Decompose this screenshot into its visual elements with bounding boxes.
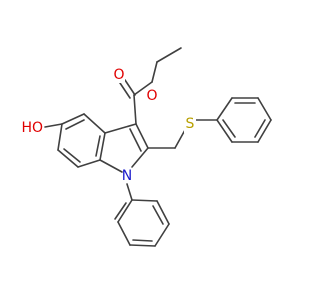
bond-c6-c7-inner (63, 148, 81, 163)
bond-ethyl-ch3 (156, 47, 182, 63)
bond-c4-c5-inner (65, 119, 85, 130)
bond-sph-4 (257, 119, 272, 143)
atom-hydroxyl: HO (21, 120, 43, 136)
bond-sph-6 (216, 119, 233, 143)
bond-nph-5-inner (152, 205, 164, 225)
bond-nph-4 (154, 223, 170, 247)
bond-c2-n1 (131, 147, 149, 168)
bond-c3-c2-inner (129, 128, 142, 152)
bond-c3-c2 (135, 123, 149, 149)
bond-ethyl-ch2-o (151, 61, 158, 83)
bond-sph-1 (216, 97, 233, 121)
bond-c3a-c3 (104, 123, 137, 134)
bond-nph-1 (117, 199, 133, 223)
bond-ch2-s (174, 129, 186, 149)
atom-labels: O O HO S N (21, 67, 196, 184)
bond-carbonyl-c3 (133, 94, 137, 125)
bond-n-phenyl (126, 183, 133, 201)
atom-nitrogen: N (122, 168, 132, 184)
bond-nph-3-inner (132, 239, 153, 242)
bond-c5-c6 (57, 123, 63, 151)
bond-c7-c7a (77, 159, 101, 168)
atom-oxygen-ester: O (146, 88, 157, 104)
bond-nph-6 (131, 199, 158, 202)
bond-c-o-double-b (119, 82, 131, 99)
bond-c3a-c7a-inner (95, 135, 101, 157)
bond-sph-6-inner (222, 119, 236, 138)
bonds (44, 47, 272, 247)
bond-c3a-c4 (83, 113, 106, 134)
bond-c6-c7 (57, 149, 79, 168)
atom-oxygen-carbonyl: O (113, 67, 124, 83)
bond-c4-c5 (61, 113, 85, 125)
molecule-structure-diagram: O O HO S N (21, 47, 272, 247)
bond-c-o-double-a (124, 79, 136, 96)
bond-sph-4-inner (254, 119, 266, 138)
atom-sulfur: S (186, 116, 195, 132)
bond-o-carbonyl-c (133, 81, 153, 96)
bond-nph-3 (129, 244, 156, 247)
bond-n1-c7a (99, 159, 123, 173)
bond-nph-2 (117, 221, 131, 246)
bond-c5-oh (44, 123, 63, 128)
bond-nph-1-inner (114, 202, 127, 220)
bond-sph-3 (257, 97, 272, 121)
bond-nph-5 (156, 200, 170, 225)
bond-c7a-c3a (99, 132, 106, 161)
